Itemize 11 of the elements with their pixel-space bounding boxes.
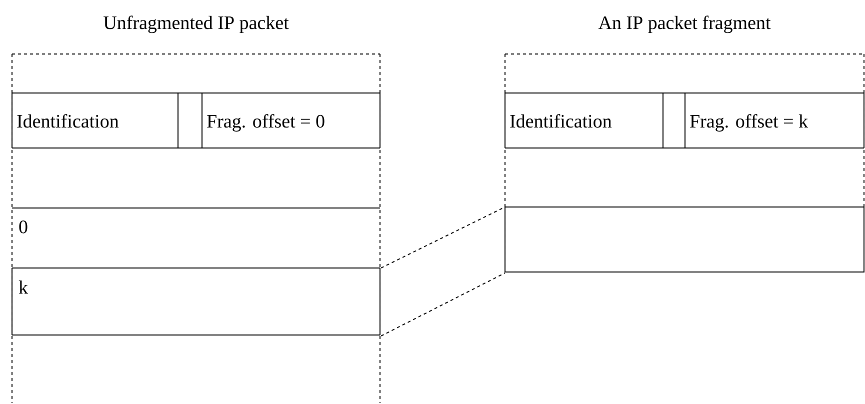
header-field bbox=[662, 92, 686, 148]
header-field: Identification bbox=[12, 92, 178, 148]
payload-box bbox=[504, 206, 864, 272]
header-field bbox=[178, 92, 202, 148]
data-segment-box: k bbox=[12, 267, 380, 336]
header-field: Frag. offset = k bbox=[684, 92, 864, 148]
data-segment-box: 0 bbox=[12, 208, 380, 234]
header-field: Frag. offset = 0 bbox=[202, 92, 380, 148]
header-field: Identification bbox=[504, 92, 664, 148]
connector-line bbox=[380, 206, 506, 268]
connector-line bbox=[380, 272, 506, 336]
